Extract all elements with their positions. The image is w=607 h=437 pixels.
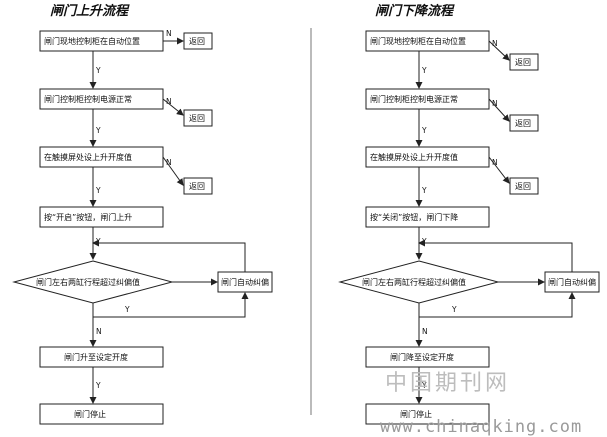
left-step6-box bbox=[39, 403, 164, 425]
left-correct-text: 闸门自动纠偏 bbox=[221, 277, 269, 287]
left-flow: 闸门上升流程 闸门现地控制柜在自动位置 N 返回 Y 闸门控制柜控制电源正常 N… bbox=[12, 3, 273, 425]
left-step6-text: 闸门停止 bbox=[74, 409, 106, 419]
right-step6-text: 闸门停止 bbox=[400, 409, 432, 419]
right-no2-arrow bbox=[488, 98, 510, 122]
right-decision-text: 闸门左右两缸行程超过纠偏值 bbox=[362, 277, 466, 287]
right-step1-text: 闸门现地控制柜在自动位置 bbox=[370, 36, 466, 46]
right-return2-box bbox=[509, 114, 539, 132]
right-no2-label: N bbox=[492, 99, 498, 108]
right-no3-label: N bbox=[492, 158, 498, 167]
left-decision-yes-label: Y bbox=[124, 305, 130, 314]
right-decision-no-label: N bbox=[422, 327, 428, 336]
right-no3-arrow bbox=[488, 156, 510, 184]
left-correct-bottom-arrow bbox=[93, 292, 249, 318]
left-step2-text: 闸门控制柜控制电源正常 bbox=[44, 94, 132, 104]
left-no2-arrow bbox=[162, 98, 184, 116]
right-no1-label: N bbox=[492, 39, 498, 48]
left-no1-label: N bbox=[166, 29, 172, 38]
right-step4-text: 按“关闭”按钮，闸门下降 bbox=[370, 212, 458, 222]
right-correct-return-arrow bbox=[418, 239, 573, 272]
right-yes4-label: Y bbox=[421, 237, 427, 246]
left-step5-box bbox=[39, 346, 164, 368]
right-step5-text: 闸门降至设定开度 bbox=[390, 352, 454, 362]
right-correct-bottom-arrow bbox=[419, 292, 576, 318]
right-step3-text: 在触摸屏处设上升开度值 bbox=[370, 152, 458, 162]
right-correct-text: 闸门自动纠偏 bbox=[548, 277, 596, 287]
left-return2-box bbox=[183, 109, 213, 127]
right-no1-arrow bbox=[488, 40, 510, 61]
left-title: 闸门上升流程 bbox=[50, 3, 130, 19]
right-step2-text: 闸门控制柜控制电源正常 bbox=[370, 94, 458, 104]
left-step3-text: 在触摸屏处设上升开度值 bbox=[44, 152, 132, 162]
left-step5-text: 闸门升至设定开度 bbox=[64, 352, 128, 362]
left-step1-text: 闸门现地控制柜在自动位置 bbox=[44, 36, 140, 46]
left-return3-text: 返回 bbox=[189, 182, 205, 191]
left-return2-text: 返回 bbox=[189, 114, 205, 123]
left-yes1-label: Y bbox=[95, 66, 101, 75]
left-step4-text: 按“开启”按钮，闸门上升 bbox=[44, 212, 132, 222]
right-yes2-label: Y bbox=[421, 126, 427, 135]
left-decision-text: 闸门左右两缸行程超过纠偏值 bbox=[36, 277, 140, 287]
left-decision-no-label: N bbox=[96, 327, 102, 336]
left-no3-arrow bbox=[162, 156, 184, 186]
right-flow: 闸门下降流程 闸门现地控制柜在自动位置 N 返回 Y 闸门控制柜控制电源正常 N… bbox=[338, 3, 600, 425]
left-return1-text: 返回 bbox=[189, 37, 205, 46]
right-title: 闸门下降流程 bbox=[375, 3, 455, 19]
right-step6-box bbox=[365, 403, 490, 425]
right-return3-text: 返回 bbox=[515, 182, 531, 191]
right-decision-yes-label: Y bbox=[451, 305, 457, 314]
watermark-url: www.chinaqking.com bbox=[380, 417, 582, 437]
left-correct-return-arrow bbox=[92, 239, 246, 272]
left-no3-label: N bbox=[166, 158, 172, 167]
left-yes3-label: Y bbox=[95, 186, 101, 195]
left-yes2-label: Y bbox=[95, 126, 101, 135]
right-step4-box bbox=[365, 206, 490, 228]
right-yes5-label: Y bbox=[421, 381, 427, 390]
right-return3-box bbox=[509, 177, 539, 195]
left-yes4-label: Y bbox=[95, 237, 101, 246]
right-return2-text: 返回 bbox=[515, 119, 531, 128]
left-return1-box bbox=[183, 32, 213, 50]
left-no2-label: N bbox=[166, 97, 172, 106]
right-yes1-label: Y bbox=[421, 66, 427, 75]
right-yes3-label: Y bbox=[421, 186, 427, 195]
watermark-cn: 中国期刊网 bbox=[385, 371, 510, 396]
left-step4-box bbox=[39, 206, 164, 228]
right-return1-text: 返回 bbox=[515, 58, 531, 67]
left-return3-box bbox=[183, 177, 213, 195]
right-step5-box bbox=[365, 346, 490, 368]
left-yes5-label: Y bbox=[95, 381, 101, 390]
right-return1-box bbox=[509, 53, 539, 71]
